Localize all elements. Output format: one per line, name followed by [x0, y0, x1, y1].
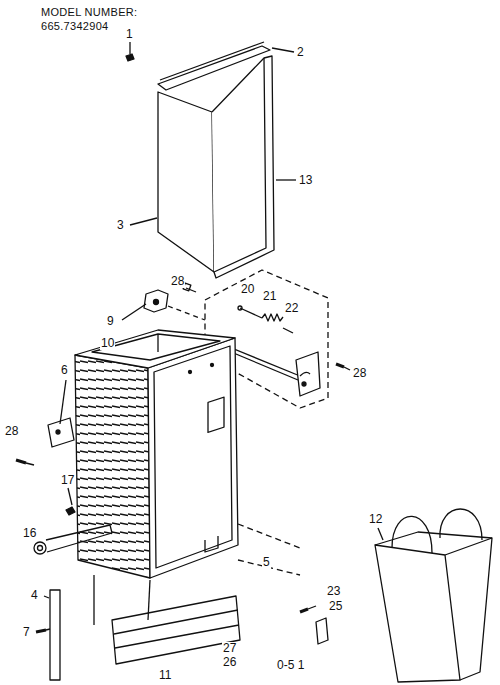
callout-number: 13: [298, 174, 313, 187]
callout-number: 5: [262, 556, 271, 569]
callout-number: 28: [4, 425, 19, 438]
callout-number: 3: [116, 219, 125, 232]
callout-number: 25: [328, 600, 343, 613]
callout-number: 9: [106, 315, 115, 328]
callout-number: 28: [352, 367, 367, 380]
callout-number: 22: [284, 302, 299, 315]
callout-number: 23: [326, 585, 341, 598]
callout-number: 11: [158, 669, 172, 682]
callout-number: 4: [30, 589, 39, 602]
callout-number: 6: [60, 364, 69, 377]
callout-number: 1: [125, 28, 134, 41]
header-text: MODEL NUMBER:: [40, 6, 138, 19]
callout-number: 7: [22, 626, 31, 639]
model-number: 665.7342904: [40, 20, 110, 33]
callout-number: 2: [296, 46, 305, 59]
callout-number: 27: [222, 642, 237, 655]
callout-number: 12: [368, 513, 383, 526]
callout-number: 16: [22, 527, 37, 540]
callout-number: 20: [240, 283, 255, 296]
callout-number: 17: [60, 474, 75, 487]
callout-number: 21: [262, 290, 277, 303]
callout-number: 0-5 1: [276, 659, 305, 672]
callout-number: 10: [100, 337, 115, 350]
callout-number: 28: [170, 275, 185, 288]
callout-number: 26: [222, 656, 237, 669]
